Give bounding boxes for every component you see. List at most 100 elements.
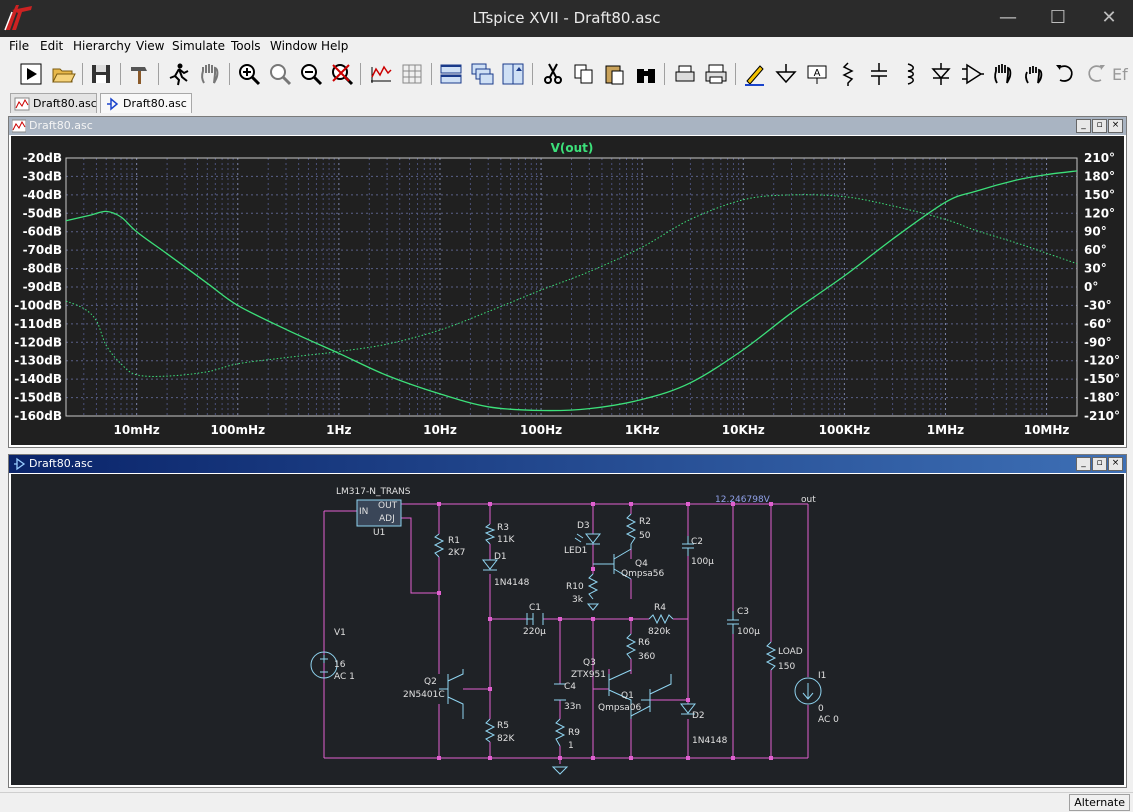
pan-hand-icon[interactable] xyxy=(197,61,223,87)
i1-label: I1 xyxy=(818,671,826,681)
left-tick-label: -20dB xyxy=(23,151,62,165)
schematic-window-caption: Draft80.asc _ ▫ × xyxy=(9,455,1126,473)
zoom-out-icon[interactable] xyxy=(298,61,324,87)
net-out-label: out xyxy=(801,495,816,505)
q3-label: Q3 xyxy=(583,658,596,668)
tile-vertical-icon[interactable] xyxy=(500,61,526,87)
r2-label: R2 xyxy=(639,517,651,527)
menu-file[interactable]: File xyxy=(9,39,30,53)
zoom-in-icon[interactable] xyxy=(236,61,262,87)
diode-icon[interactable] xyxy=(928,61,954,87)
find-binoculars-icon[interactable] xyxy=(633,61,659,87)
r1-label: R1 xyxy=(448,536,460,546)
minimize-button[interactable]: — xyxy=(999,7,1017,28)
tab-schematic[interactable]: Draft80.asc xyxy=(100,93,192,113)
right-tick-label: -210° xyxy=(1084,409,1120,423)
zoom-cancel-icon[interactable] xyxy=(329,61,355,87)
x-tick-label: 100mHz xyxy=(210,423,265,437)
r1-value: 2K7 xyxy=(448,548,465,558)
magnitude-trace[interactable] xyxy=(65,170,1078,412)
schematic-minimize-button[interactable]: _ xyxy=(1076,457,1091,471)
right-tick-label: 150° xyxy=(1084,188,1115,202)
open-folder-icon[interactable] xyxy=(50,61,76,87)
q1-label: Q1 xyxy=(621,691,634,701)
redo-icon[interactable] xyxy=(1083,61,1109,87)
schematic-close-button[interactable]: × xyxy=(1108,457,1123,471)
left-axis-ticks: -20dB-30dB-40dB-50dB-60dB-70dB-80dB-90dB… xyxy=(14,151,62,423)
q4-label: Q4 xyxy=(635,559,648,569)
close-button[interactable]: ✕ xyxy=(1101,7,1117,28)
menu-edit[interactable]: Edit xyxy=(40,39,64,53)
component-icon[interactable] xyxy=(959,61,985,87)
halt-runner-icon[interactable] xyxy=(165,61,191,87)
left-tick-label: -140dB xyxy=(14,372,62,386)
status-bar: Alternate xyxy=(0,792,1133,812)
c4-label: C4 xyxy=(564,682,576,692)
ground-icon[interactable] xyxy=(773,61,799,87)
u1-ref-label: U1 xyxy=(373,528,385,538)
drag-hand-icon[interactable] xyxy=(1021,61,1047,87)
right-tick-label: -120° xyxy=(1084,354,1120,368)
v1-label: V1 xyxy=(334,628,346,638)
r5-label: R5 xyxy=(497,721,509,731)
r3-label: R3 xyxy=(497,523,509,533)
menu-hierarchy[interactable]: Hierarchy xyxy=(73,39,132,53)
schematic-restore-button[interactable]: ▫ xyxy=(1092,457,1107,471)
cut-scissors-icon[interactable] xyxy=(540,61,566,87)
schematic-canvas[interactable]: LM317-N_TRANS IN OUT ADJ U1 12.246798V o… xyxy=(11,474,1124,785)
label-net-icon[interactable]: A xyxy=(804,61,830,87)
copy-icon[interactable] xyxy=(571,61,597,87)
zoom-fit-icon[interactable] xyxy=(267,61,293,87)
draw-wire-pencil-icon[interactable] xyxy=(742,61,768,87)
components xyxy=(310,499,822,775)
resistor-icon[interactable] xyxy=(835,61,861,87)
menu-view[interactable]: View xyxy=(136,39,165,53)
control-panel-hammer-icon[interactable] xyxy=(127,61,153,87)
left-tick-label: -50dB xyxy=(23,206,62,220)
phase-trace[interactable] xyxy=(65,194,1078,377)
grid-toggle-icon[interactable] xyxy=(399,61,425,87)
r4-label: R4 xyxy=(654,603,666,613)
capacitor-icon[interactable] xyxy=(866,61,892,87)
plot-restore-button[interactable]: ▫ xyxy=(1092,119,1107,133)
plot-minimize-button[interactable]: _ xyxy=(1076,119,1091,133)
right-axis-ticks: 210°180°150°120°90°60°30°0°-30°-60°-90°-… xyxy=(1084,151,1120,423)
left-tick-label: -80dB xyxy=(23,262,62,276)
tile-horizontal-icon[interactable] xyxy=(438,61,464,87)
cascade-icon[interactable] xyxy=(469,61,495,87)
c4-value: 33n xyxy=(564,702,581,712)
print-setup-icon[interactable] xyxy=(672,61,698,87)
move-hand-icon[interactable] xyxy=(990,61,1016,87)
d2-value: 1N4148 xyxy=(692,736,728,746)
menu-help[interactable]: Help xyxy=(321,39,349,53)
r6-label: R6 xyxy=(638,638,650,648)
i1-ac-label: AC 0 xyxy=(818,715,839,725)
paste-icon[interactable] xyxy=(602,61,628,87)
right-tick-label: 0° xyxy=(1084,280,1098,294)
tab-label: Draft80.asc xyxy=(123,97,187,110)
maximize-button[interactable]: ☐ xyxy=(1049,7,1067,28)
undo-icon[interactable] xyxy=(1052,61,1078,87)
x-tick-label: 100Hz xyxy=(520,423,562,437)
c1-value: 220µ xyxy=(523,627,546,637)
left-tick-label: -130dB xyxy=(14,354,62,368)
right-tick-label: -60° xyxy=(1084,317,1112,331)
left-tick-label: -160dB xyxy=(14,409,62,423)
tab-waveform[interactable]: Draft80.asc xyxy=(10,93,97,113)
menu-tools[interactable]: Tools xyxy=(231,39,261,53)
menu-simulate[interactable]: Simulate xyxy=(172,39,226,53)
autorange-icon[interactable] xyxy=(368,61,394,87)
run-icon[interactable] xyxy=(18,61,44,87)
text-icon[interactable]: Ef xyxy=(1110,61,1130,87)
inductor-icon[interactable] xyxy=(897,61,923,87)
svg-text:A: A xyxy=(814,68,821,79)
window-title: LTspice XVII - Draft80.asc xyxy=(472,9,661,27)
menu-window[interactable]: Window xyxy=(270,39,318,53)
bode-plot-canvas[interactable]: V(out) -20dB-30dB-40dB-50dB-60dB-70dB-80… xyxy=(11,136,1124,445)
r9-value: 1 xyxy=(568,741,574,751)
print-icon[interactable] xyxy=(703,61,729,87)
plot-close-button[interactable]: × xyxy=(1108,119,1123,133)
save-icon[interactable] xyxy=(88,61,114,87)
component-labels: LM317-N_TRANS IN OUT ADJ U1 12.246798V o… xyxy=(334,487,839,751)
